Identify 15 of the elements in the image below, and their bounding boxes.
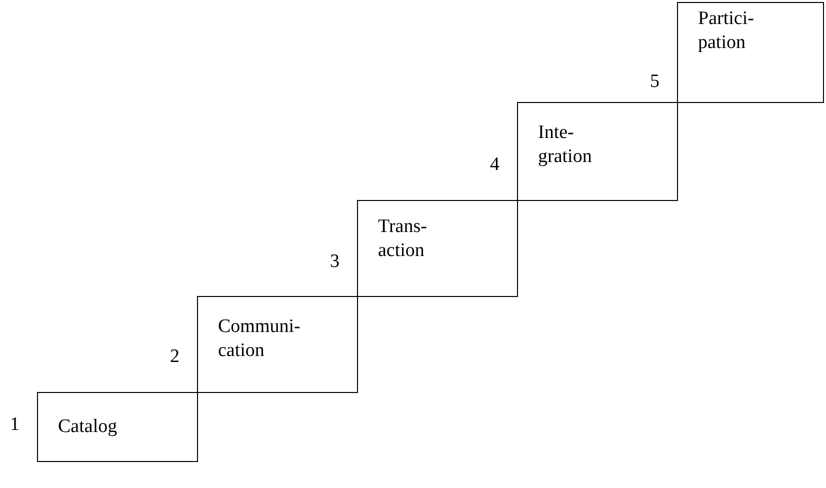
step-box bbox=[357, 200, 518, 297]
step-number: 5 bbox=[650, 70, 660, 94]
step-label: Catalog bbox=[58, 415, 118, 439]
step-label: Trans- action bbox=[378, 215, 428, 263]
step-label: Inte- gration bbox=[538, 121, 593, 169]
step-box bbox=[677, 2, 824, 103]
step-number: 2 bbox=[170, 345, 180, 369]
step-box bbox=[517, 102, 678, 201]
step-number: 3 bbox=[330, 250, 340, 274]
step-box bbox=[37, 392, 198, 462]
step-number: 4 bbox=[490, 153, 500, 177]
step-label: Partici- pation bbox=[698, 7, 755, 55]
step-label: Communi- cation bbox=[218, 315, 302, 363]
step-box bbox=[197, 296, 358, 393]
step-number: 1 bbox=[10, 413, 20, 437]
